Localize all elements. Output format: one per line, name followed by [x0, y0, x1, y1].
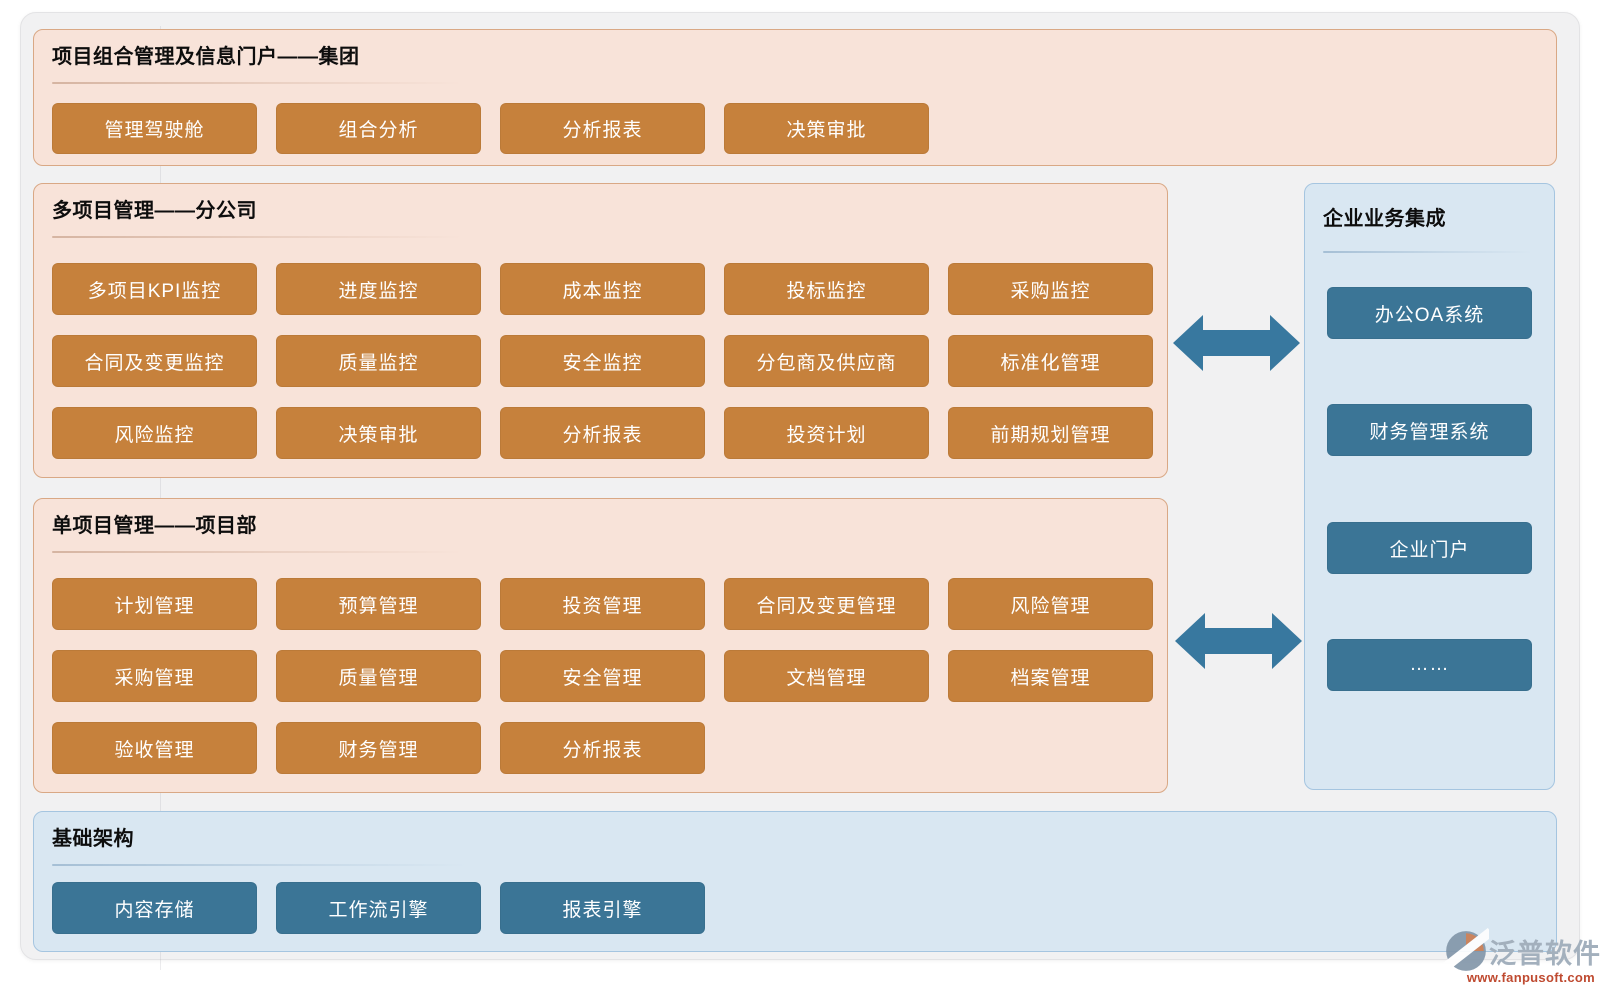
section-divider: [52, 236, 462, 238]
module-procurement-monitor[interactable]: 采购监控: [948, 263, 1153, 315]
module-budget-mgmt[interactable]: 预算管理: [276, 578, 481, 630]
module-finance-mgmt[interactable]: 财务管理: [276, 722, 481, 774]
left-right-arrow-icon: [1175, 613, 1302, 674]
module-procurement-mgmt[interactable]: 采购管理: [52, 650, 257, 702]
module-grid: 管理驾驶舱 组合分析 分析报表 决策审批: [52, 103, 1538, 154]
module-grid: 内容存储 工作流引擎 报表引擎: [52, 882, 1538, 934]
section-title: 基础架构: [52, 828, 134, 850]
module-cost-monitor[interactable]: 成本监控: [500, 263, 705, 315]
module-preplanning-mgmt[interactable]: 前期规划管理: [948, 407, 1153, 459]
section-title: 企业业务集成: [1323, 208, 1446, 230]
module-investment-mgmt[interactable]: 投资管理: [500, 578, 705, 630]
module-investment-plan[interactable]: 投资计划: [724, 407, 929, 459]
module-finance-system[interactable]: 财务管理系统: [1327, 404, 1532, 456]
section-divider: [52, 551, 462, 553]
module-analysis-report[interactable]: 分析报表: [500, 722, 705, 774]
module-management-cockpit[interactable]: 管理驾驶舱: [52, 103, 257, 154]
section-title: 单项目管理——项目部: [52, 515, 257, 537]
section-title: 多项目管理——分公司: [52, 200, 257, 222]
brand-name: 泛普软件: [1489, 938, 1600, 969]
module-document-mgmt[interactable]: 文档管理: [724, 650, 929, 702]
section-title: 项目组合管理及信息门户——集团: [52, 46, 360, 68]
module-portfolio-analysis[interactable]: 组合分析: [276, 103, 481, 154]
module-bidding-monitor[interactable]: 投标监控: [724, 263, 929, 315]
module-multi-kpi-monitor[interactable]: 多项目KPI监控: [52, 263, 257, 315]
module-plan-mgmt[interactable]: 计划管理: [52, 578, 257, 630]
module-content-storage[interactable]: 内容存储: [52, 882, 257, 934]
fanpu-logo-icon: [1438, 927, 1494, 975]
module-acceptance-mgmt[interactable]: 验收管理: [52, 722, 257, 774]
module-report-engine[interactable]: 报表引擎: [500, 882, 705, 934]
module-enterprise-portal[interactable]: 企业门户: [1327, 522, 1532, 574]
module-oa-system[interactable]: 办公OA系统: [1327, 287, 1532, 339]
module-risk-monitor[interactable]: 风险监控: [52, 407, 257, 459]
module-contract-change-monitor[interactable]: 合同及变更监控: [52, 335, 257, 387]
module-grid: 计划管理 预算管理 投资管理 合同及变更管理 风险管理 采购管理 质量管理 安全…: [52, 578, 1153, 774]
module-subcontractor-supplier[interactable]: 分包商及供应商: [724, 335, 929, 387]
fanpu-logo: 泛普软件 www.fanpusoft.com: [1438, 927, 1600, 985]
section-divider: [1323, 251, 1532, 253]
module-progress-monitor[interactable]: 进度监控: [276, 263, 481, 315]
section-infrastructure: 基础架构 内容存储 工作流引擎 报表引擎: [33, 811, 1557, 952]
module-analysis-report[interactable]: 分析报表: [500, 407, 705, 459]
module-quality-mgmt[interactable]: 质量管理: [276, 650, 481, 702]
module-safety-mgmt[interactable]: 安全管理: [500, 650, 705, 702]
section-multi-project-branch: 多项目管理——分公司 多项目KPI监控 进度监控 成本监控 投标监控 采购监控 …: [33, 183, 1168, 478]
section-portfolio-group: 项目组合管理及信息门户——集团 管理驾驶舱 组合分析 分析报表 决策审批: [33, 29, 1557, 166]
left-right-arrow-icon: [1173, 315, 1300, 376]
section-enterprise-integration: 企业业务集成 办公OA系统 财务管理系统 企业门户 ……: [1304, 183, 1555, 790]
module-risk-mgmt[interactable]: 风险管理: [948, 578, 1153, 630]
module-more-systems[interactable]: ……: [1327, 639, 1532, 691]
module-grid: 多项目KPI监控 进度监控 成本监控 投标监控 采购监控 合同及变更监控 质量监…: [52, 263, 1153, 459]
module-decision-approval[interactable]: 决策审批: [276, 407, 481, 459]
module-safety-monitor[interactable]: 安全监控: [500, 335, 705, 387]
section-single-project-dept: 单项目管理——项目部 计划管理 预算管理 投资管理 合同及变更管理 风险管理 采…: [33, 498, 1168, 793]
module-analysis-report[interactable]: 分析报表: [500, 103, 705, 154]
module-contract-change-mgmt[interactable]: 合同及变更管理: [724, 578, 929, 630]
module-workflow-engine[interactable]: 工作流引擎: [276, 882, 481, 934]
brand-url: www.fanpusoft.com: [1466, 970, 1595, 985]
module-decision-approval[interactable]: 决策审批: [724, 103, 929, 154]
module-archive-mgmt[interactable]: 档案管理: [948, 650, 1153, 702]
section-divider: [52, 864, 467, 866]
module-standardization-mgmt[interactable]: 标准化管理: [948, 335, 1153, 387]
section-divider: [52, 82, 462, 84]
module-quality-monitor[interactable]: 质量监控: [276, 335, 481, 387]
